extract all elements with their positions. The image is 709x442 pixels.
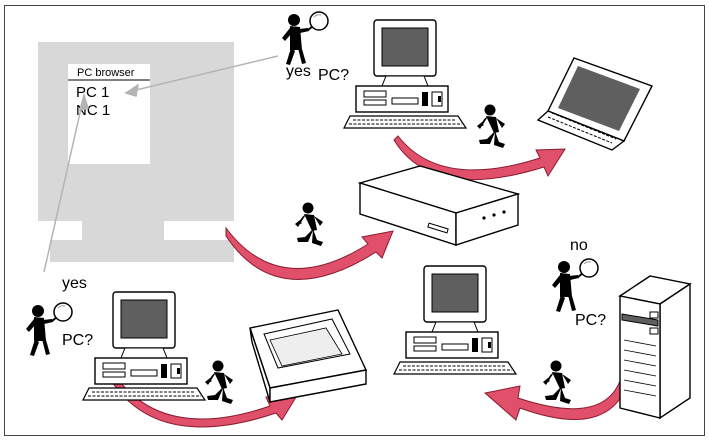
- question-label-bottom-left: PC?: [62, 332, 93, 349]
- browser-entry-pc1: PC 1: [76, 84, 109, 101]
- tower-server-icon: [620, 276, 690, 418]
- answer-label-bottom-left: yes: [62, 275, 87, 292]
- answer-label-bottom-right: no: [570, 237, 588, 254]
- question-label-top: PC?: [318, 67, 349, 84]
- answer-label-top: yes: [286, 63, 311, 80]
- question-label-bottom-right: PC?: [575, 312, 606, 329]
- browser-title: PC browser: [77, 67, 135, 79]
